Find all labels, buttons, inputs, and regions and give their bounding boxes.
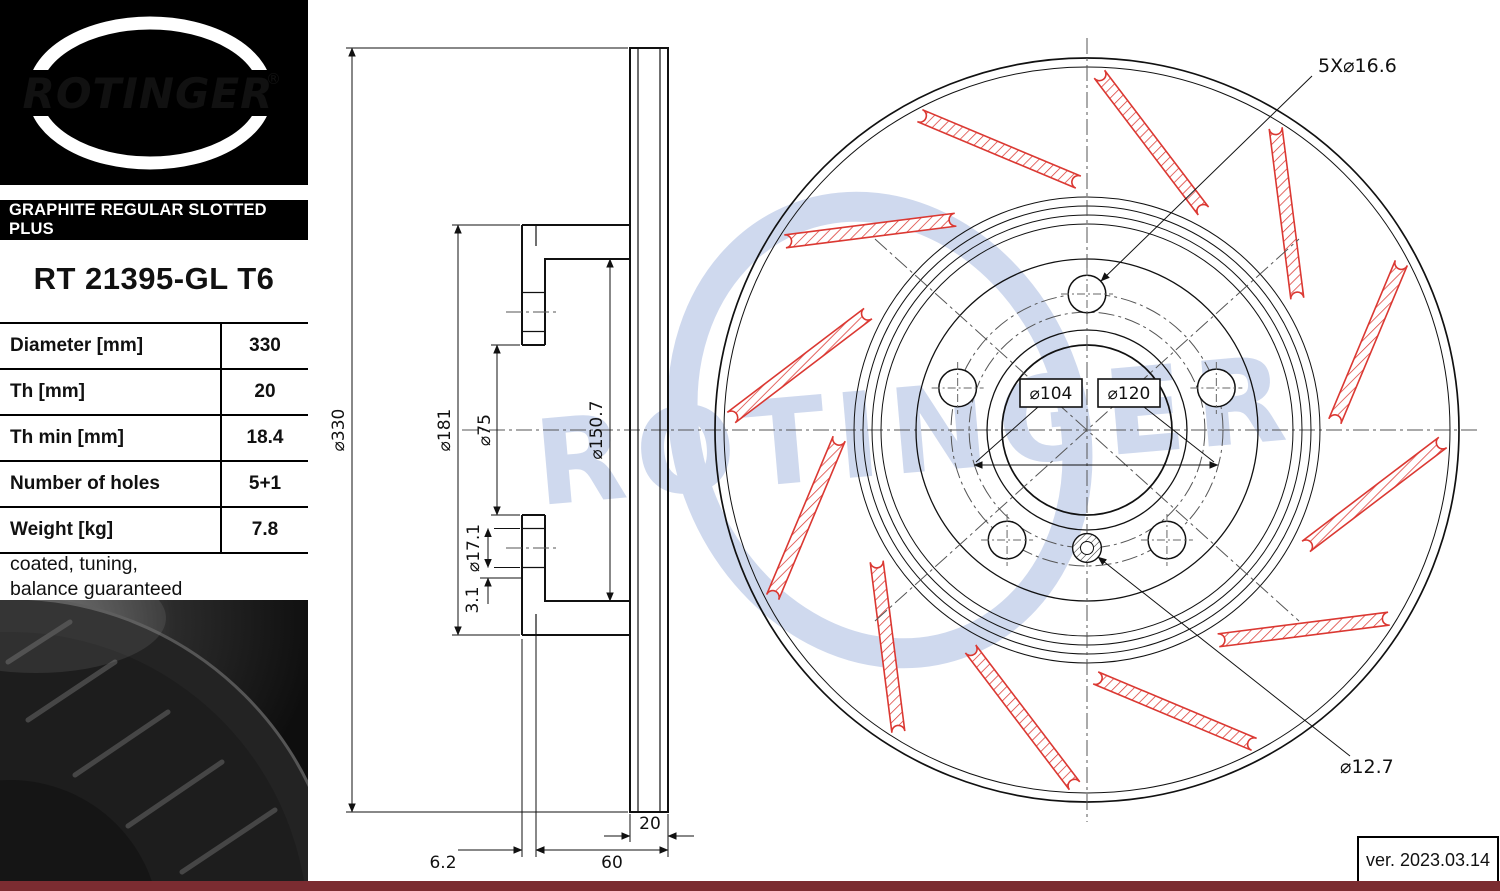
logo-text: ROTINGER xyxy=(23,69,274,118)
dim-181: ⌀181 xyxy=(435,409,455,452)
spec-row-diameter: Diameter [mm] 330 xyxy=(0,324,308,370)
dim-pcd-104: ⌀104 xyxy=(1030,384,1073,404)
bottom-accent-bar xyxy=(0,881,1500,891)
note-line-2: balance guaranteed xyxy=(10,578,183,601)
slot xyxy=(1328,260,1409,425)
slot xyxy=(1268,127,1305,300)
dim-3-1: 3.1 xyxy=(463,586,483,613)
spec-label: Diameter [mm] xyxy=(0,324,222,368)
slot-group xyxy=(726,69,1448,791)
spec-value: 7.8 xyxy=(251,519,279,540)
series-bar: GRAPHITE REGULAR SLOTTED PLUS xyxy=(0,200,308,240)
brand-logo-block: ROTINGER ® xyxy=(0,0,308,185)
dim-60: 60 xyxy=(601,853,623,873)
spec-panel: ROTINGER ® GRAPHITE REGULAR SLOTTED PLUS… xyxy=(0,0,308,891)
dim-17-1: ⌀17.1 xyxy=(464,524,484,572)
photo-slots xyxy=(5,619,278,875)
slot xyxy=(1217,611,1390,648)
dim-75: ⌀75 xyxy=(475,414,495,446)
rotinger-logo: ROTINGER ® xyxy=(0,0,308,185)
spec-row-thickness-min: Th min [mm] 18.4 xyxy=(0,416,308,462)
section-dimensions: ⌀330 ⌀181 ⌀75 ⌀150.7 ⌀17.1 3.1 6.2 60 xyxy=(329,47,694,873)
spec-label: Th [mm] xyxy=(0,370,222,414)
slot xyxy=(964,644,1081,791)
slot xyxy=(1301,436,1448,553)
spec-row-weight: Weight [kg] 7.8 xyxy=(0,508,308,554)
centerlines xyxy=(874,38,1300,822)
slot xyxy=(1093,69,1210,216)
bolt-hole-callout: 5X⌀16.6 xyxy=(1100,55,1397,282)
spec-label: Weight [kg] xyxy=(0,508,222,552)
spec-table: Diameter [mm] 330 Th [mm] 20 Th min [mm]… xyxy=(0,322,308,554)
dim-pcd-120: ⌀120 xyxy=(1108,384,1151,404)
note-line-1: coated, tuning, xyxy=(10,553,138,575)
spec-value: 18.4 xyxy=(246,427,284,448)
bolt-holes xyxy=(931,268,1243,567)
spec-value: 330 xyxy=(249,335,281,356)
slot xyxy=(917,108,1082,189)
model-title: RT 21395-GL T6 xyxy=(33,261,275,296)
version-label: ver. 2023.03.14 xyxy=(1365,849,1491,870)
watermark-text: ROTINGER xyxy=(529,329,1301,533)
spec-row-holes: Number of holes 5+1 xyxy=(0,462,308,508)
version-box: ver. 2023.03.14 xyxy=(1357,836,1499,884)
slot xyxy=(765,435,846,600)
spec-value: 5+1 xyxy=(248,473,282,494)
dim-12-7: ⌀12.7 xyxy=(1340,756,1394,778)
spec-value: 20 xyxy=(254,381,276,402)
registered-mark-icon: ® xyxy=(266,70,281,88)
pin-hole-callout: ⌀12.7 xyxy=(1097,556,1394,778)
dim-20: 20 xyxy=(639,814,661,834)
pcd-callouts: ⌀104 ⌀120 xyxy=(973,378,1219,469)
dim-150-7: ⌀150.7 xyxy=(587,401,607,460)
dim-5x16-6: 5X⌀16.6 xyxy=(1318,55,1397,77)
series-label: GRAPHITE REGULAR SLOTTED PLUS xyxy=(9,201,267,238)
spec-row-thickness: Th [mm] 20 xyxy=(0,370,308,416)
spec-label: Number of holes xyxy=(0,462,222,506)
slot xyxy=(1092,671,1257,752)
product-photo xyxy=(0,600,308,881)
dim-6-2: 6.2 xyxy=(429,853,456,873)
panel-note: coated, tuning, balance guaranteed xyxy=(10,552,182,603)
front-view: ⌀104 ⌀120 5X⌀16.6 ⌀12.7 xyxy=(714,38,1460,822)
dim-330: ⌀330 xyxy=(329,409,349,452)
spec-label: Th min [mm] xyxy=(0,416,222,460)
pin-hole xyxy=(1071,532,1103,564)
